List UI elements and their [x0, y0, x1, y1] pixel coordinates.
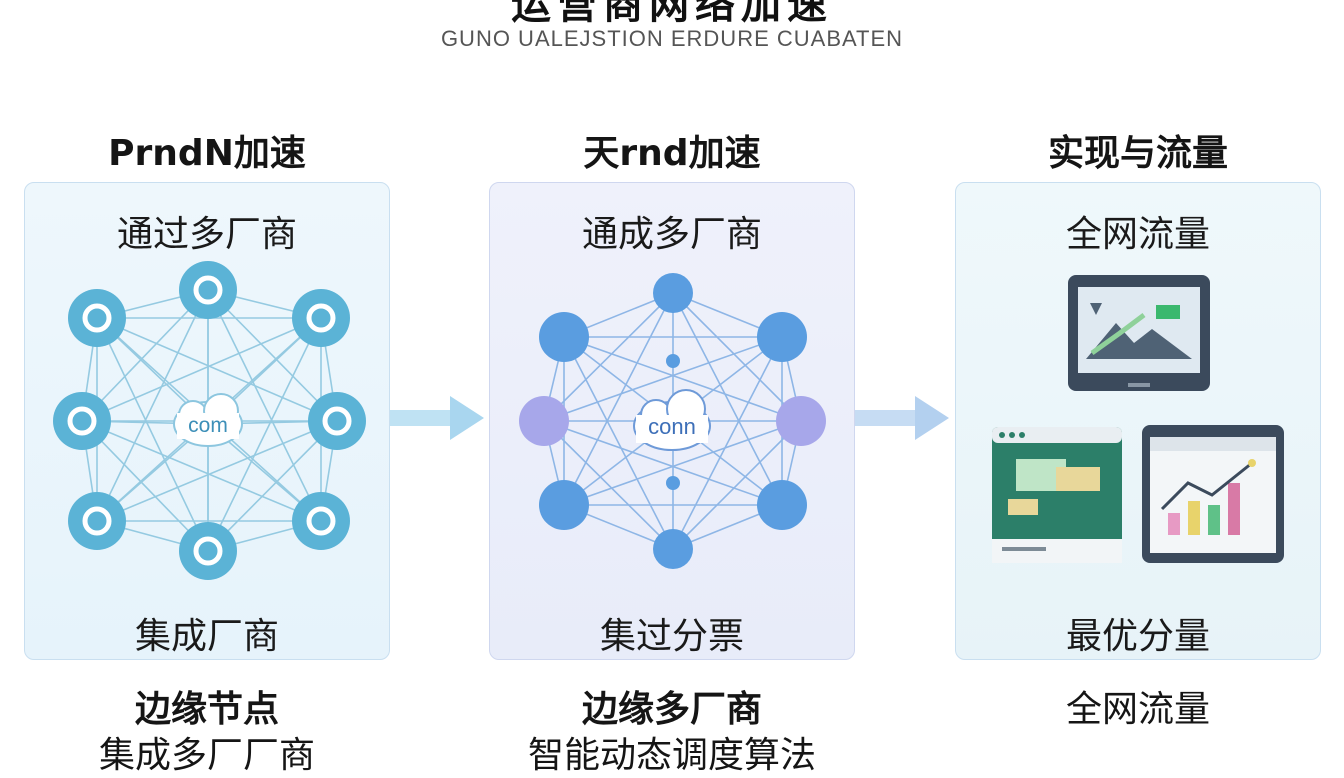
network-diagram-2: conn	[519, 273, 826, 569]
hub-label: conn	[648, 414, 696, 439]
camera-icon	[292, 289, 350, 347]
page-title: 运营商网络加速	[511, 0, 833, 28]
column-1-subcaption: 集成多厂厂商	[98, 735, 315, 776]
column-2-subcaption: 智能动态调度算法	[527, 735, 816, 776]
panel-2-bottom-label: 集过分票	[599, 616, 744, 657]
column-1-caption: 边缘节点	[134, 689, 279, 730]
column-title-1: PrndN加速	[108, 133, 306, 174]
network-node	[666, 476, 680, 490]
phone-icon	[179, 261, 237, 319]
chart-window-icon	[1142, 425, 1284, 563]
phone-icon	[53, 392, 111, 450]
arrow-right-icon	[390, 396, 484, 440]
network-node	[653, 529, 693, 569]
arrow-right-icon	[855, 396, 949, 440]
network-node	[539, 480, 589, 530]
panel-3-top-label: 全网流量	[1065, 214, 1210, 255]
column-title-2: 天rnd加速	[583, 133, 761, 174]
cloud-hub-icon: com	[173, 393, 243, 447]
panel-smart-scheduling: 通成多厂商 conn 集过分票	[489, 182, 855, 660]
network-node	[757, 480, 807, 530]
gear-icon	[68, 289, 126, 347]
gear-icon	[308, 392, 366, 450]
screens-illustration	[992, 275, 1284, 563]
network-node	[757, 312, 807, 362]
cloud-hub-icon: conn	[633, 389, 711, 451]
network-node	[519, 396, 569, 446]
link-icon	[179, 522, 237, 580]
network-node	[776, 396, 826, 446]
monitor-image-icon	[1068, 275, 1210, 391]
panel-edge-nodes: 通过多厂商 com 集成厂商	[24, 182, 390, 660]
panel-1-bottom-label: 集成厂商	[134, 616, 279, 657]
network-node	[539, 312, 589, 362]
tag-icon	[292, 492, 350, 550]
page-subtitle: GUNO UALEJSTION ERDURE CUABATEN	[440, 26, 904, 51]
network-node	[666, 354, 680, 368]
panel-2-top-label: 通成多厂商	[581, 214, 762, 255]
column-3-caption: 全网流量	[1065, 689, 1210, 730]
column-title-3: 实现与流量	[1047, 133, 1228, 174]
gear-icon	[68, 492, 126, 550]
column-2-caption: 边缘多厂商	[581, 689, 762, 730]
network-node	[653, 273, 693, 313]
panel-3-bottom-label: 最优分量	[1065, 616, 1210, 657]
dashboard-window-icon	[992, 427, 1122, 563]
panel-traffic: 全网流量	[955, 182, 1321, 660]
panel-1-top-label: 通过多厂商	[116, 214, 297, 255]
network-diagram-1: com	[53, 261, 366, 580]
hub-label: com	[188, 414, 228, 437]
